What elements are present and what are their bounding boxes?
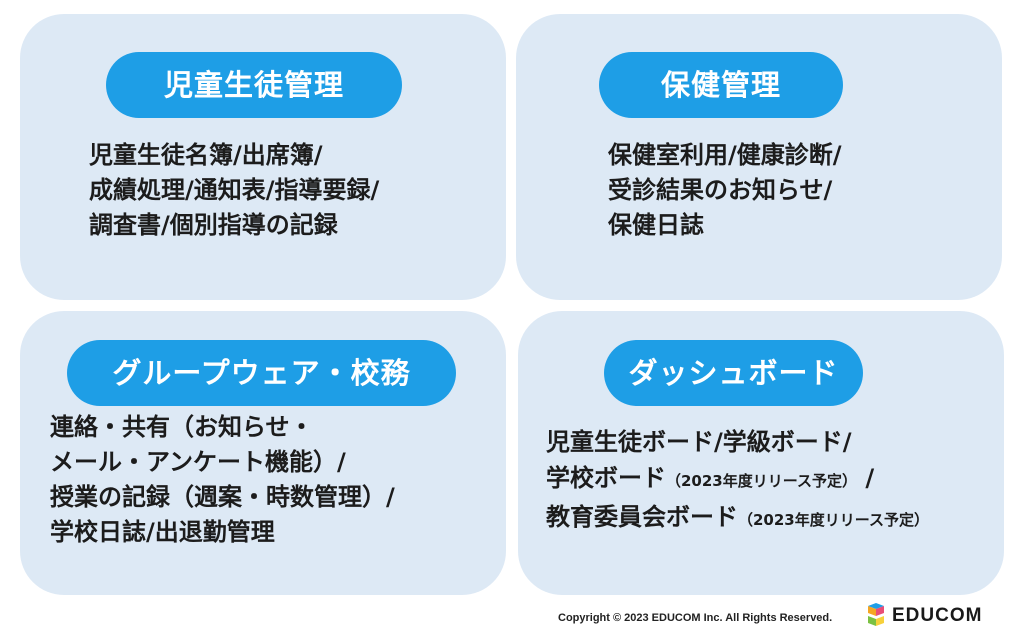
description-line: 受診結果のお知らせ/ bbox=[608, 176, 833, 204]
description-text: / bbox=[857, 464, 875, 492]
description-line: 教育委員会ボード（2023年度リリース予定） bbox=[546, 499, 929, 538]
card-dashboard: ダッシュボード 児童生徒ボード/学級ボード/ 学校ボード（2023年度リリース予… bbox=[518, 311, 1004, 595]
description-line: 成績処理/通知表/指導要録/ bbox=[89, 176, 380, 204]
description-line: 児童生徒名簿/出席簿/ bbox=[89, 141, 323, 169]
description-text: 学校ボード bbox=[546, 464, 666, 492]
card-description: 連絡・共有（お知らせ・ メール・アンケート機能）/ 授業の記録（週案・時数管理）… bbox=[50, 410, 395, 550]
description-line: 保健日誌 bbox=[608, 211, 704, 239]
description-line: 授業の記録（週案・時数管理）/ bbox=[50, 483, 395, 511]
release-note: （2023年度リリース予定） bbox=[738, 511, 929, 529]
card-groupware: グループウェア・校務 連絡・共有（お知らせ・ メール・アンケート機能）/ 授業の… bbox=[20, 311, 506, 595]
description-line: 保健室利用/健康診断/ bbox=[608, 141, 842, 169]
educom-logo: EDUCOM bbox=[866, 603, 982, 629]
card-title: 保健管理 bbox=[599, 52, 843, 118]
description-line: 児童生徒ボード/学級ボード/ bbox=[546, 428, 852, 456]
logo-text: EDUCOM bbox=[892, 605, 983, 626]
description-line: 連絡・共有（お知らせ・ bbox=[50, 413, 314, 441]
card-health-management: 保健管理 保健室利用/健康診断/ 受診結果のお知らせ/ 保健日誌 bbox=[516, 14, 1002, 300]
description-line: メール・アンケート機能）/ bbox=[50, 448, 346, 476]
description-line: 学校ボード（2023年度リリース予定） / bbox=[546, 460, 929, 499]
card-title: グループウェア・校務 bbox=[67, 340, 456, 406]
card-student-management: 児童生徒管理 児童生徒名簿/出席簿/ 成績処理/通知表/指導要録/ 調査書/個別… bbox=[20, 14, 506, 300]
card-description: 保健室利用/健康診断/ 受診結果のお知らせ/ 保健日誌 bbox=[608, 138, 842, 243]
description-line: 学校日誌/出退勤管理 bbox=[50, 518, 275, 546]
card-description: 児童生徒名簿/出席簿/ 成績処理/通知表/指導要録/ 調査書/個別指導の記録 bbox=[89, 138, 379, 243]
description-text: 教育委員会ボード bbox=[546, 503, 738, 531]
card-description: 児童生徒ボード/学級ボード/ 学校ボード（2023年度リリース予定） / 教育委… bbox=[546, 424, 929, 538]
release-note: （2023年度リリース予定） bbox=[666, 472, 857, 490]
copyright-text: Copyright © 2023 EDUCOM Inc. All Rights … bbox=[558, 612, 833, 624]
card-title: 児童生徒管理 bbox=[106, 52, 402, 118]
description-line: 調査書/個別指導の記録 bbox=[89, 211, 338, 239]
educom-logo-icon bbox=[868, 603, 884, 626]
card-title: ダッシュボード bbox=[604, 340, 863, 406]
